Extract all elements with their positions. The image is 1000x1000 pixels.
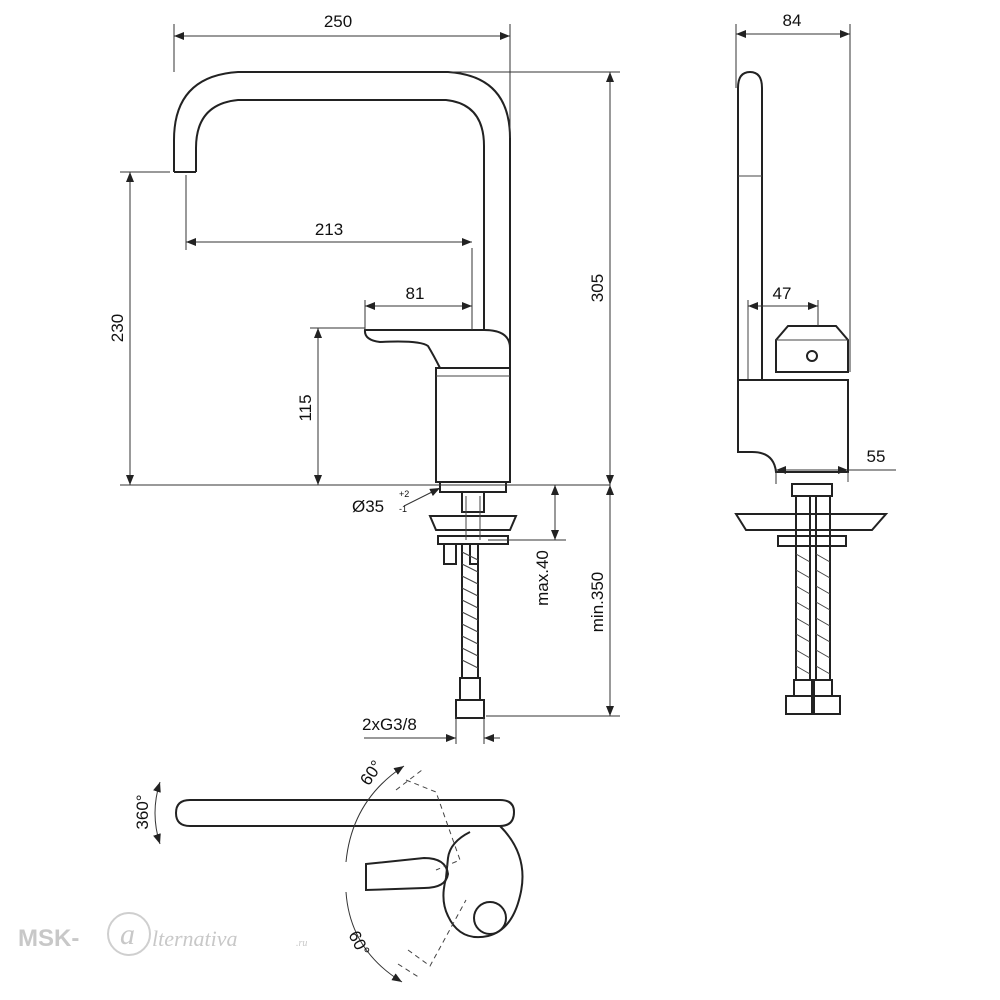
dim-max40: max.40 xyxy=(533,550,552,606)
side-handle xyxy=(775,325,849,373)
watermark-letter: a xyxy=(120,918,135,951)
side-view xyxy=(734,70,889,715)
dim-47: 47 xyxy=(773,284,792,303)
front-view xyxy=(173,71,518,719)
watermark-prefix: MSK- xyxy=(18,925,79,952)
dim-250: 250 xyxy=(324,12,352,31)
watermark: MSK- a lternativa .ru xyxy=(18,912,307,956)
dim-115: 115 xyxy=(296,394,315,421)
top-cartridge xyxy=(473,901,507,935)
arc-60-top xyxy=(345,765,405,863)
rot-60-bottom: 60° xyxy=(344,928,373,960)
dim-diameter: Ø35 xyxy=(352,497,384,516)
body-outline xyxy=(435,367,511,483)
front-dimensions xyxy=(120,24,620,744)
dim-230: 230 xyxy=(108,314,127,342)
top-body xyxy=(442,825,524,938)
rot-360: 360° xyxy=(133,794,152,829)
dim-84: 84 xyxy=(783,11,802,30)
dim-tol-minus: -1 xyxy=(399,504,407,514)
dim-81: 81 xyxy=(406,284,425,303)
dim-connection: 2xG3/8 xyxy=(362,715,417,734)
arc-60-bottom xyxy=(345,891,403,983)
mount-plate xyxy=(428,515,518,531)
side-spout xyxy=(737,70,763,380)
watermark-text: lternativa xyxy=(152,926,238,951)
lever-outline xyxy=(363,329,511,369)
dim-213: 213 xyxy=(315,220,343,239)
side-dimensions xyxy=(735,24,896,484)
top-spout xyxy=(174,799,516,827)
top-lever xyxy=(365,856,450,892)
spout-outline xyxy=(173,71,511,368)
top-view xyxy=(153,765,524,983)
dim-min350: min.350 xyxy=(588,572,607,632)
arc-360 xyxy=(153,781,161,845)
side-mount-plate xyxy=(734,513,889,531)
dim-tol-plus: +2 xyxy=(399,489,409,499)
side-body xyxy=(737,379,849,473)
watermark-suffix: .ru xyxy=(296,938,307,949)
dim-55: 55 xyxy=(867,447,886,466)
dim-305: 305 xyxy=(588,274,607,302)
